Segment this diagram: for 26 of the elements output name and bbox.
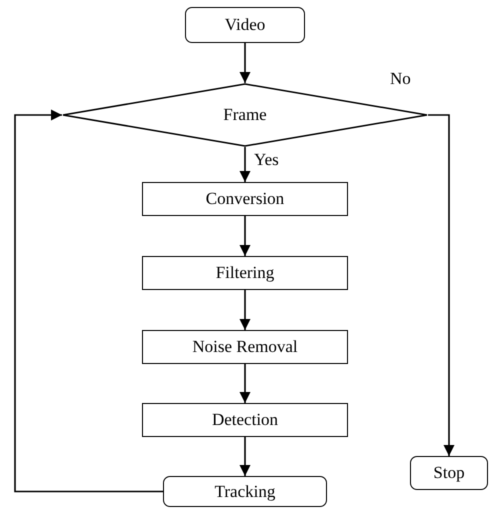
node-label: Tracking	[214, 482, 276, 502]
node-label: Noise Removal	[192, 337, 298, 357]
arrow	[428, 114, 455, 456]
node-label: Conversion	[206, 189, 284, 209]
arrow	[239, 437, 251, 476]
terminal-box	[185, 7, 305, 43]
node-label: Filtering	[216, 263, 274, 283]
decision-diamond	[62, 83, 428, 147]
process-box	[142, 256, 348, 290]
node-label: Stop	[433, 463, 465, 483]
node-label: Detection	[212, 410, 278, 430]
node-label: Video	[224, 15, 266, 35]
arrow	[14, 109, 163, 492]
arrow	[239, 290, 251, 330]
process-box	[142, 403, 348, 437]
arrow	[239, 147, 251, 182]
terminal-box	[410, 456, 488, 490]
arrow	[239, 364, 251, 403]
arrow	[239, 216, 251, 256]
arrow	[239, 43, 251, 83]
node-label: Frame	[223, 105, 267, 125]
process-box	[142, 182, 348, 216]
edge-label: No	[390, 69, 411, 89]
terminal-box	[163, 476, 327, 507]
process-box	[142, 330, 348, 364]
edge-label: Yes	[254, 150, 279, 170]
